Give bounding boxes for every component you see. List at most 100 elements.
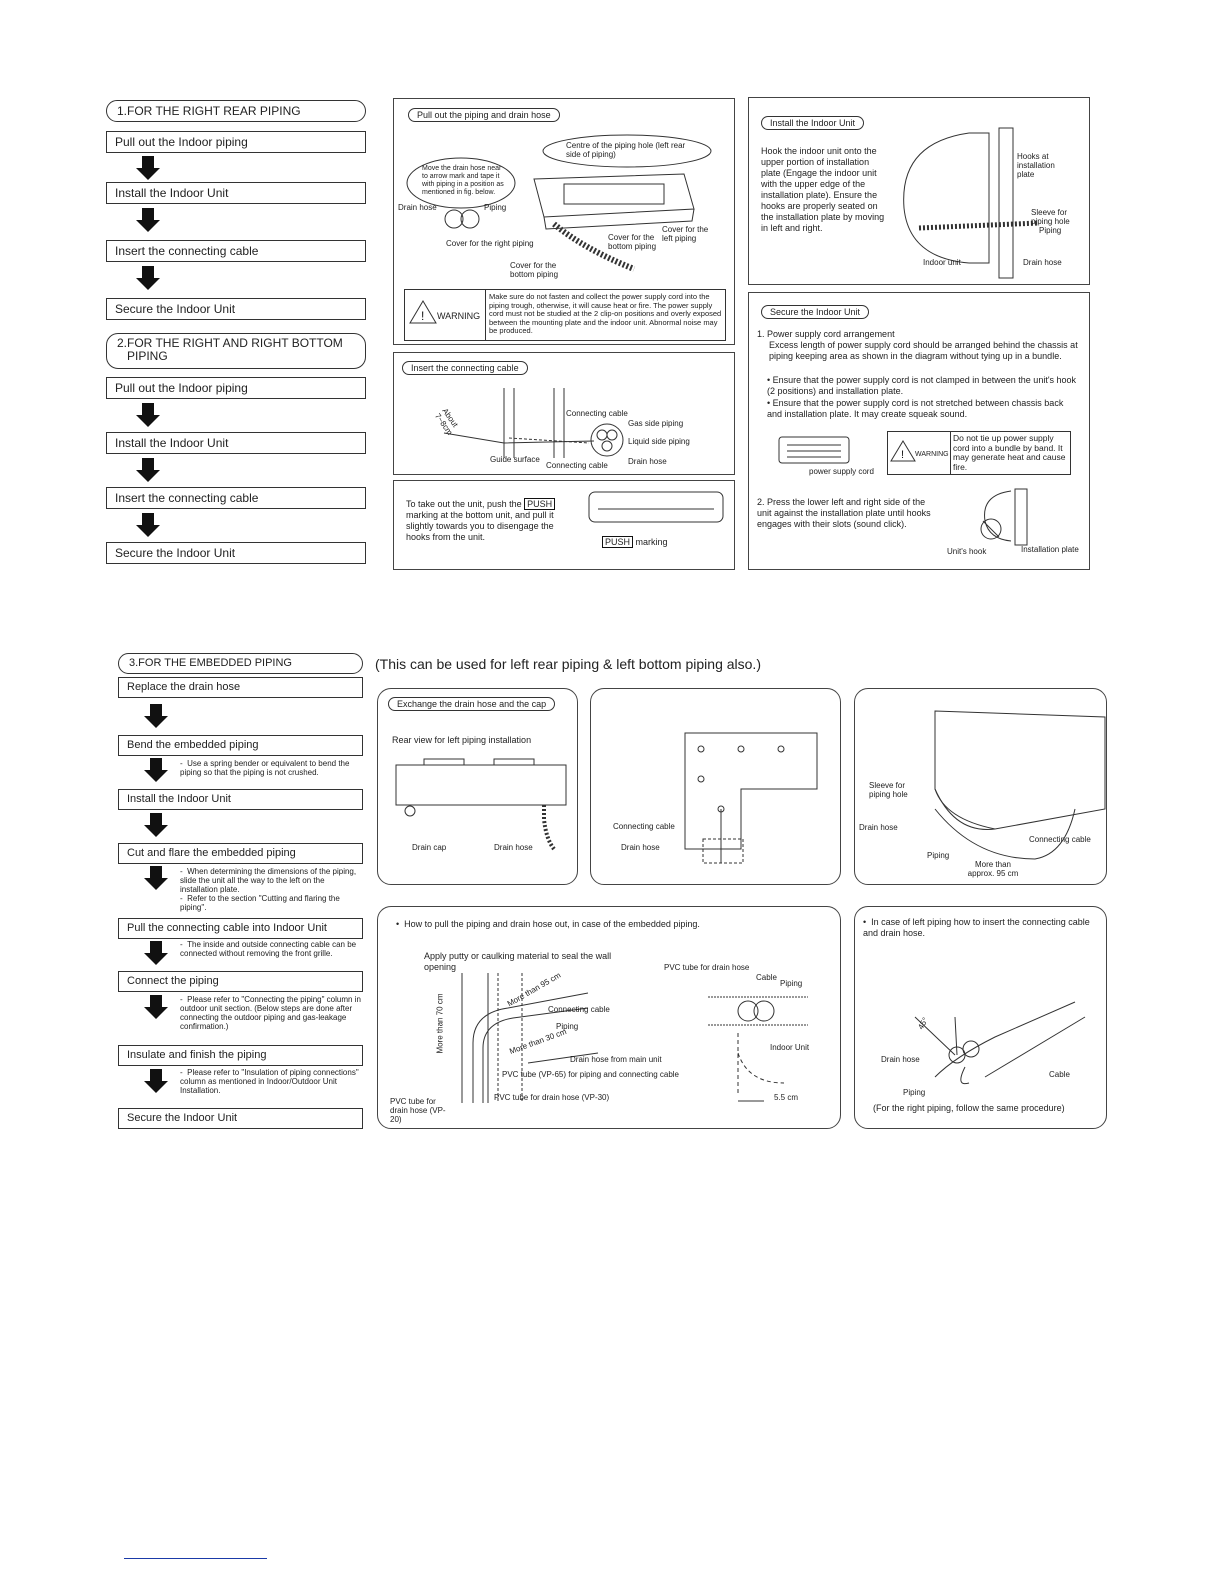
indoor-unit-side-drawing [903,127,1040,279]
panel-push: To take out the unit, push the PUSH mark… [393,480,735,570]
warning-label: WARNING [437,311,481,321]
left-insertion-drawing [914,1001,1086,1085]
down-arrow-icon [144,941,168,965]
s3-step2: Bend the embedded piping [118,735,363,756]
panel-exchange: Exchange the drain hose and the cap Rear… [377,688,578,885]
note-bend: - Use a spring bender or equivalent to b… [180,759,350,777]
section2-title-line2: PIPING [127,349,168,363]
s3-step4: Cut and flare the embedded piping [118,843,363,864]
note-cut1-text: When determining the dimensions of the p… [180,867,357,894]
label-drain-cap: Drain cap [412,843,447,852]
s1-step1: Pull out the Indoor piping [106,131,366,153]
label-drain-hose: Drain hose [859,823,898,832]
section2-title-line1: 2.FOR THE RIGHT AND RIGHT BOTTOM [117,336,343,350]
rear-view-drawing [395,758,567,851]
note-cut2: - Refer to the section "Cutting and flar… [180,894,340,912]
label-drain-hose: Drain hose [881,1055,920,1064]
warning-text-2: Do not tie up power supply cord into a b… [953,433,1066,472]
label-connecting-cable: Connecting cable [613,822,675,831]
label-gas: Gas side piping [628,419,684,428]
panel-pull-out-tag: Pull out the piping and drain hose [408,108,560,122]
s3-step7: Insulate and finish the piping [118,1045,363,1066]
section3-subtitle: (This can be used for left rear piping &… [375,656,761,672]
down-arrow-icon [136,458,160,482]
cable-insert-drawing [443,388,595,458]
push-instructions: To take out the unit, push the PUSH mark… [406,498,572,543]
embedded-heading-text: How to pull the piping and drain hose ou… [404,919,700,929]
note-cut2-text: Refer to the section "Cutting and flarin… [180,894,340,912]
label-piping: Piping [556,1022,579,1031]
label-more-than: More than approx. 95 cm [967,860,1019,878]
down-arrow-icon [136,208,160,232]
secure-item1-title: 1. Power supply cord arrangement [757,329,895,339]
down-arrow-icon [144,995,168,1019]
s2-step4: Secure the Indoor Unit [106,542,366,564]
s2-step3: Insert the connecting cable [106,487,366,509]
panel-insert-cable: Insert the connecting cable About 7~8cm … [393,352,735,475]
secure-bullet1: • Ensure that the power supply cord is n… [767,375,1077,396]
svg-text:!: ! [421,309,424,323]
label-liquid: Liquid side piping [628,437,690,446]
install-text: Hook the indoor unit onto the upper port… [761,146,885,233]
section2-title: 2.FOR THE RIGHT AND RIGHT BOTTOM PIPING [106,333,366,369]
left-heading-text: In case of left piping how to insert the… [863,917,1090,938]
label-guide: Guide surface [490,455,540,464]
note-bend-text: Use a spring bender or equivalent to ben… [180,759,350,777]
label-cover-left: Cover for the left piping [662,225,709,243]
s3-step6: Connect the piping [118,971,363,992]
warning-text: Make sure do not fasten and collect the … [489,292,722,335]
push-text-before: To take out the unit, push the [406,499,522,509]
panel-pull-out: Pull out the piping and drain hose Centr… [393,98,735,345]
note-pull: - The inside and outside connecting cabl… [180,940,357,958]
down-arrow-icon [144,866,168,890]
label-drain-hose: Drain hose [1023,258,1062,267]
label-cable: Cable [756,973,777,982]
move-note: Move the drain hose near to arrow mark a… [422,165,504,196]
piping-ring-icon [444,209,480,229]
panel-secure-unit: Secure the Indoor Unit 1. Power supply c… [748,292,1090,570]
panel-exchange-tag: Exchange the drain hose and the cap [388,697,556,711]
label-cover-right: Cover for the right piping [446,239,534,248]
unit-hook-drawing [980,488,1028,546]
down-arrow-icon [144,1069,168,1093]
label-drain-hose: Drain hose [494,843,533,852]
down-arrow-icon [136,513,160,537]
secure-item1-text: Excess length of power supply cord shoul… [769,340,1078,361]
label-connecting-cable1: Connecting cable [566,409,628,418]
label-hooks: Hooks at installation plate [1017,152,1055,179]
label-drain-hose: Drain hose [621,843,660,852]
label-units-hook: Unit's hook [947,547,987,556]
label-power-cord: power supply cord [809,467,874,476]
s3-step3: Install the Indoor Unit [118,789,363,810]
label-piping: Piping [1039,226,1062,235]
push-badge-2: PUSH [602,536,634,548]
down-arrow-icon [144,704,168,728]
label-sleeve: Sleeve for piping hole [869,781,908,799]
warning-box: ! WARNING Make sure do not fasten and co… [404,289,726,341]
label-putty: Apply putty or caulking material to seal… [424,951,612,972]
secure-bullet2-text: Ensure that the power supply cord is not… [767,398,1064,419]
down-arrow-icon [136,156,160,180]
panel-install-tag: Install the Indoor Unit [761,116,865,130]
s2-step2: Install the Indoor Unit [106,432,366,454]
label-piping: Piping [927,851,950,860]
label-sleeve: Sleeve for piping hole [1031,208,1070,226]
left-footer: (For the right piping, follow the same p… [873,1103,1065,1113]
note-cut1: - When determining the dimensions of the… [180,867,357,894]
label-connecting-cable: Connecting cable [1029,835,1091,844]
chassis-cord-drawing [778,436,850,464]
s1-step2: Install the Indoor Unit [106,182,366,204]
indoor-unit-rear-drawing [533,173,695,272]
s3-step5: Pull the connecting cable into Indoor Un… [118,918,363,939]
panel-embedded: • How to pull the piping and drain hose … [377,906,841,1129]
label-cable: Cable [1049,1070,1070,1079]
down-arrow-icon [144,758,168,782]
note-connect: - Please refer to "Connecting the piping… [180,995,361,1031]
secure-item2-text: 2. Press the lower left and right side o… [757,497,931,529]
warning-triangle-icon: ! [890,440,916,462]
label-vp20: PVC tube for drain hose (VP-20) [390,1097,446,1124]
label-indoor-unit: Indoor unit [923,258,961,267]
label-cover-bottom2: Cover for the bottom piping [608,233,657,251]
indoor-unit-perspective-drawing [934,710,1106,860]
panel-insert-tag: Insert the connecting cable [402,361,528,375]
